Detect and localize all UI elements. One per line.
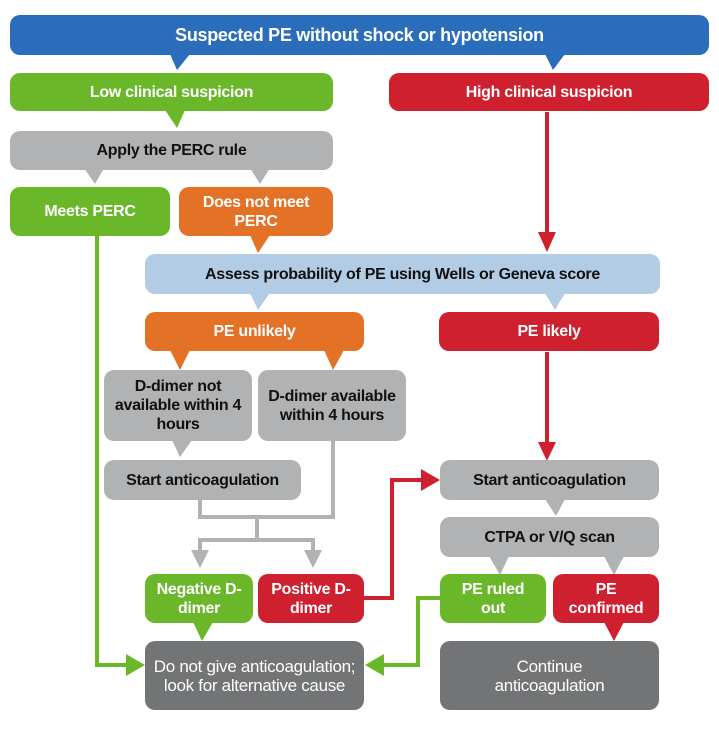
pointer-unlikely-right <box>324 350 344 370</box>
node-meets-perc-label: Meets PERC <box>44 203 136 220</box>
node-no-anticoag-label: Do not give anticoagulation; look for al… <box>153 656 356 695</box>
pointer-group <box>84 54 624 641</box>
pointer-confirmed <box>604 622 624 641</box>
node-ddimer-available-label: D-dimer available within 4 hours <box>268 387 396 424</box>
node-high-suspicion: High clinical suspicion <box>389 73 709 111</box>
node-apply-perc-label: Apply the PERC rule <box>96 142 247 159</box>
node-pe-confirmed-label: PE confirmed <box>568 580 644 617</box>
node-low-suspicion: Low clinical suspicion <box>10 73 333 111</box>
pointer-notmeet <box>250 235 270 253</box>
node-not-meet-perc-label: Does not meet PERC <box>202 193 310 230</box>
node-pe-confirmed: PE confirmed <box>553 574 659 623</box>
node-no-anticoag: Do not give anticoagulation; look for al… <box>145 641 364 710</box>
arrow-meets-to-nogive <box>95 235 130 667</box>
pointer-start-right <box>545 54 565 70</box>
pointer-unlikely-left <box>170 350 190 370</box>
pointer-negative <box>193 622 213 641</box>
arrowhead-positive <box>304 550 322 568</box>
arrow-ruledout-to-nogive <box>380 596 440 667</box>
arrowhead-negative <box>191 550 209 568</box>
pointer-ctpa-right <box>604 556 624 575</box>
node-low-suspicion-label: Low clinical suspicion <box>89 83 254 101</box>
node-start-anticoag-right: Start anticoagulation <box>440 460 659 500</box>
node-pe-unlikely-label: PE unlikely <box>213 323 296 340</box>
wire-merge-split <box>198 538 315 552</box>
node-start: Suspected PE without shock or hypotensio… <box>10 15 709 55</box>
node-start-label: Suspected PE without shock or hypotensio… <box>175 24 544 45</box>
arrowhead-positive-start <box>421 469 440 491</box>
node-ddimer-available: D-dimer available within 4 hours <box>258 370 406 441</box>
node-apply-perc: Apply the PERC rule <box>10 131 333 170</box>
node-continue-anticoag-label: Continue anticoagulation <box>494 656 605 695</box>
pointer-ctpa-left <box>489 556 509 575</box>
node-assess-probability: Assess probability of PE using Wells or … <box>145 254 660 294</box>
arrowhead-meets <box>126 654 145 676</box>
node-start-anticoag-right-label: Start anticoagulation <box>473 471 626 489</box>
node-ctpa: CTPA or V/Q scan <box>440 517 659 557</box>
arrow-positive-to-start <box>362 478 425 600</box>
node-positive-ddimer-label: Positive D-dimer <box>271 580 351 617</box>
pointer-perc-right <box>250 168 270 184</box>
node-pe-unlikely: PE unlikely <box>145 312 364 351</box>
node-pe-likely: PE likely <box>439 312 659 351</box>
arrowhead-ruledout <box>365 654 384 676</box>
node-pe-likely-label: PE likely <box>517 323 581 340</box>
pointer-startright <box>545 499 565 516</box>
node-ddimer-not-available: D-dimer not available within 4 hours <box>104 370 252 441</box>
node-start-anticoag-left: Start anticoagulation <box>104 460 301 500</box>
pointer-perc-left <box>84 168 104 184</box>
pointer-assess-left <box>250 293 270 310</box>
node-ddimer-not-available-label: D-dimer not available within 4 hours <box>114 378 242 433</box>
wire-start-left-down <box>198 440 335 519</box>
pointer-low <box>165 110 185 128</box>
node-meets-perc: Meets PERC <box>10 187 170 236</box>
node-pe-ruled-out: PE ruled out <box>440 574 546 623</box>
arrowhead-high <box>538 232 556 252</box>
node-negative-ddimer-label: Negative D-dimer <box>156 580 242 617</box>
node-ctpa-label: CTPA or V/Q scan <box>484 528 615 546</box>
node-continue-anticoag: Continue anticoagulation <box>440 641 659 710</box>
node-positive-ddimer: Positive D-dimer <box>258 574 364 623</box>
node-assess-probability-label: Assess probability of PE using Wells or … <box>205 265 600 283</box>
node-pe-ruled-out-label: PE ruled out <box>461 580 525 617</box>
node-high-suspicion-label: High clinical suspicion <box>465 83 633 101</box>
node-negative-ddimer: Negative D-dimer <box>145 574 253 623</box>
node-not-meet-perc: Does not meet PERC <box>179 187 333 236</box>
pointer-assess-right <box>545 293 565 310</box>
node-start-anticoag-left-label: Start anticoagulation <box>126 471 279 489</box>
pointer-start-left <box>170 54 190 70</box>
arrowhead-likely <box>538 442 556 461</box>
pointer-notavail <box>172 440 192 457</box>
